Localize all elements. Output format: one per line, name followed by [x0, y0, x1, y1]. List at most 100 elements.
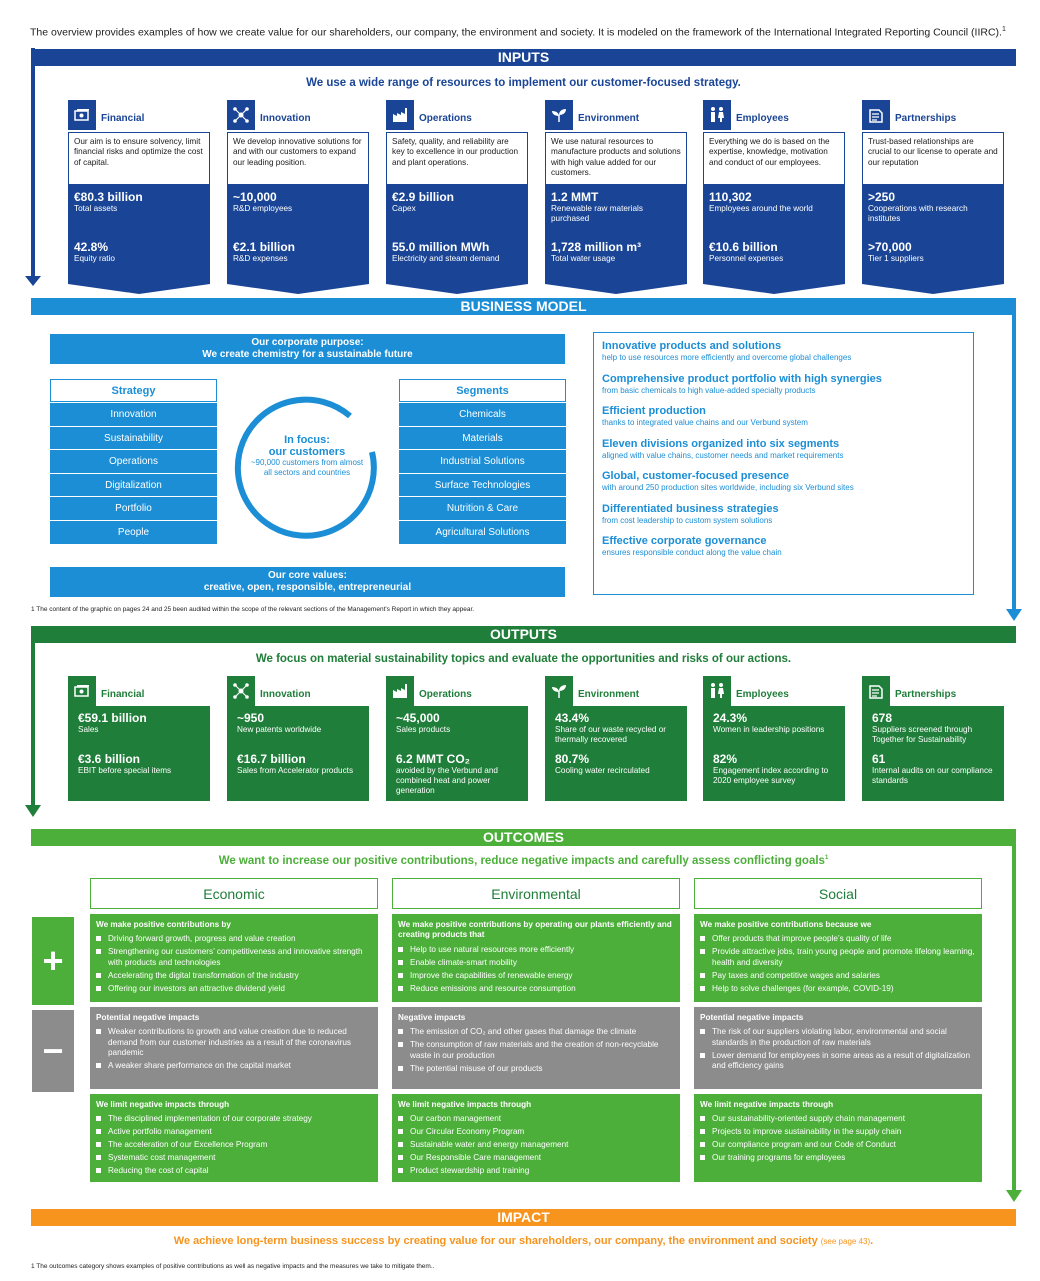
card-chevron: [386, 284, 528, 294]
people-icon: [703, 676, 731, 706]
stat-label: Share of our waste recycled or thermally…: [555, 725, 667, 744]
bullet-item: Strengthening our customers’ competitive…: [96, 947, 372, 968]
box-heading: We make positive contributions by: [96, 920, 231, 929]
strategy-item: Operations: [50, 449, 217, 473]
card-title: Innovation: [260, 689, 311, 700]
outputs-bar: OUTPUTS: [31, 626, 1016, 643]
focus-text: ~90,000 customers from almost all sector…: [250, 458, 364, 477]
box-heading: We limit negative impacts through: [398, 1100, 532, 1109]
card-header: Partnerships: [862, 100, 1004, 132]
card-header: Innovation: [227, 676, 369, 706]
stat-value: €80.3 billion: [74, 190, 143, 204]
stat-label: Total water usage: [551, 254, 616, 263]
box-heading: Potential negative impacts: [96, 1013, 200, 1022]
segment-item: Agricultural Solutions: [399, 519, 566, 544]
outputs-left-line: [31, 627, 35, 807]
handshake-icon: [862, 676, 890, 706]
card-header: Partnerships: [862, 676, 1004, 706]
strategy-list: Strategy Innovation Sustainability Opera…: [50, 379, 217, 544]
bullet-item: Our sustainability-oriented supply chain…: [700, 1114, 976, 1124]
card-title: Financial: [101, 689, 145, 700]
business-footnote: 1 The content of the graphic on pages 24…: [31, 606, 475, 613]
money-icon: [68, 676, 96, 706]
stat-label: Sales: [78, 725, 99, 734]
business-right-arrow: [1006, 609, 1022, 621]
bullet-item: Sustainable water and energy management: [398, 1140, 674, 1150]
outcome-column-economic: Economic We make positive contributions b…: [90, 878, 378, 1182]
box-heading: We make positive contributions by operat…: [398, 920, 672, 940]
bullet-item: Enable climate-smart mobility: [398, 958, 674, 968]
outcomes-bar: OUTCOMES: [31, 829, 1016, 846]
stat-label: New patents worldwide: [237, 725, 322, 734]
card-title: Environment: [578, 689, 640, 700]
bullet-item: Provide attractive jobs, train young peo…: [700, 947, 976, 968]
bullet-item: The risk of our suppliers violating labo…: [700, 1027, 976, 1048]
box-heading: Negative impacts: [398, 1013, 466, 1022]
stat-label: Women in leadership positions: [713, 725, 825, 734]
stat-label: Equity ratio: [74, 254, 115, 263]
bullet-item: The potential misuse of our products: [398, 1064, 674, 1074]
stat-label: Internal audits on our compliance standa…: [872, 766, 993, 785]
inputs-bar: INPUTS: [31, 49, 1016, 66]
segment-item: Materials: [399, 425, 566, 450]
stat-label: Capex: [392, 204, 416, 213]
card-description: Safety, quality, and reliability are key…: [386, 132, 528, 184]
card-stats: 43.4%Share of our waste recycled or ther…: [545, 706, 687, 801]
card-header: Operations: [386, 100, 528, 132]
positive-contributions-box: We make positive contributions by operat…: [392, 914, 680, 1002]
stat-value: 24.3%: [713, 711, 748, 725]
bullet-item: Help to use natural resources more effic…: [398, 945, 674, 955]
inputs-left-arrow: [25, 276, 41, 286]
column-heading: Environmental: [392, 878, 680, 909]
segment-item: Surface Technologies: [399, 472, 566, 497]
inputs-left-line: [31, 48, 35, 278]
intro-text: The overview provides examples of how we…: [30, 26, 1006, 39]
strategy-item: Sustainability: [50, 425, 217, 450]
stat-label: Sales from Accelerator products: [237, 766, 354, 775]
card-title: Financial: [101, 113, 145, 124]
stat-value: €10.6 billion: [709, 240, 778, 254]
card-header: Environment: [545, 100, 687, 132]
business-bar: BUSINESS MODEL: [31, 298, 1016, 315]
stat-label: avoided by the Verbund and combined heat…: [396, 766, 498, 795]
bullet-item: Systematic cost management: [96, 1153, 372, 1163]
box-heading: We make positive contributions because w…: [700, 920, 872, 929]
stat-value: 82%: [713, 752, 738, 766]
stat-label: R&D expenses: [233, 254, 288, 263]
stat-label: Tier 1 suppliers: [868, 254, 924, 263]
segment-item: Nutrition & Care: [399, 496, 566, 520]
column-heading: Social: [694, 878, 982, 909]
stat-label: Electricity and steam demand: [392, 254, 500, 263]
bullet-item: Pay taxes and competitive wages and sala…: [700, 971, 976, 981]
stat-value: 1.2 MMT: [551, 190, 599, 204]
card-chevron: [227, 284, 369, 294]
stat-value: 678: [872, 711, 893, 725]
box-heading: We limit negative impacts through: [700, 1100, 834, 1109]
output-card-employees: Employees 24.3%Women in leadership positi…: [703, 676, 845, 801]
feature-item: Eleven divisions organized into six segm…: [602, 437, 844, 460]
segment-item: Chemicals: [399, 402, 566, 426]
bullet-item: Our Circular Economy Program: [398, 1127, 674, 1137]
bullet-item: Our compliance program and our Code of C…: [700, 1140, 976, 1150]
bullet-item: Help to solve challenges (for example, C…: [700, 984, 976, 994]
box-heading: We limit negative impacts through: [96, 1100, 230, 1109]
segments-list: Segments Chemicals Materials Industrial …: [399, 379, 566, 544]
values-text: creative, open, responsible, entrepreneu…: [203, 582, 412, 593]
bullet-item: Active portfolio management: [96, 1127, 372, 1137]
stat-label: R&D employees: [233, 204, 293, 213]
column-heading: Economic: [90, 878, 378, 909]
stat-value: €59.1 billion: [78, 711, 147, 725]
card-title: Employees: [736, 689, 789, 700]
card-title: Partnerships: [895, 689, 957, 700]
stat-label: Total assets: [74, 204, 118, 213]
